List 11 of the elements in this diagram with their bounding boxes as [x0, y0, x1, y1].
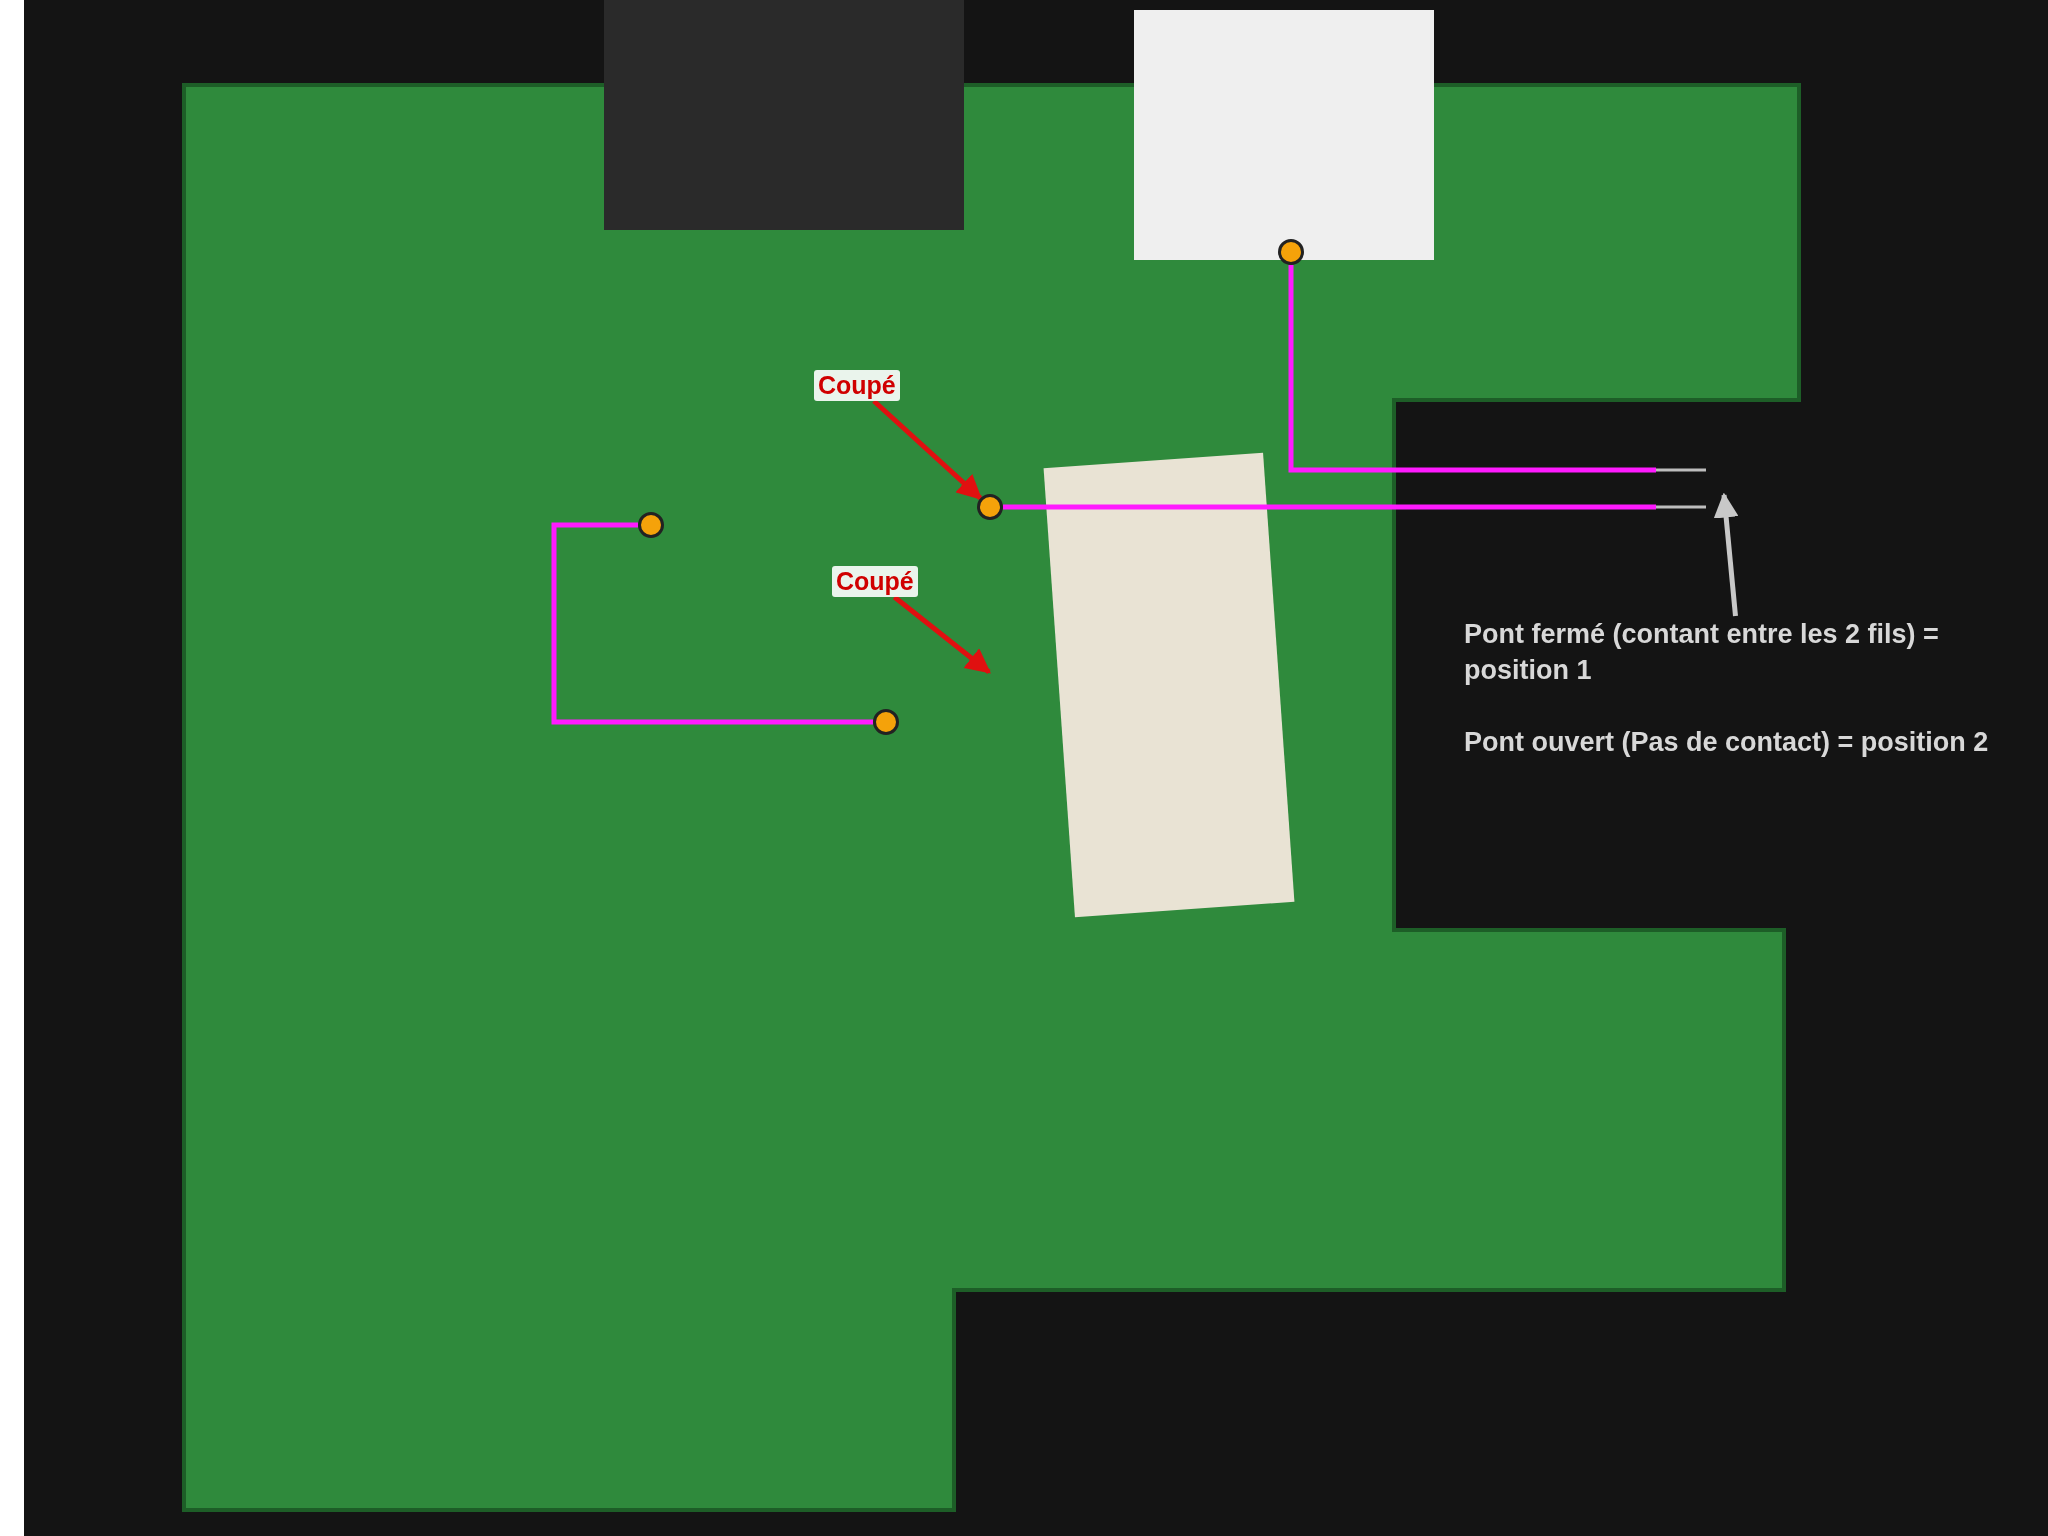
wire [551, 522, 873, 725]
circuit-board-photo [24, 0, 2048, 1536]
note-text: Pont fermé (contant entre les 2 fils) = position 1 [1464, 618, 1940, 687]
wire [1288, 265, 1706, 473]
annotation-label: Coupé [814, 370, 900, 401]
arrow [1713, 492, 1739, 617]
arrow [872, 399, 983, 501]
note-text: Pont ouvert (Pas de contact) = position 2 [1464, 726, 1990, 759]
wire [1003, 504, 1706, 510]
arrow [892, 595, 991, 674]
annotation-label: Coupé [832, 566, 918, 597]
